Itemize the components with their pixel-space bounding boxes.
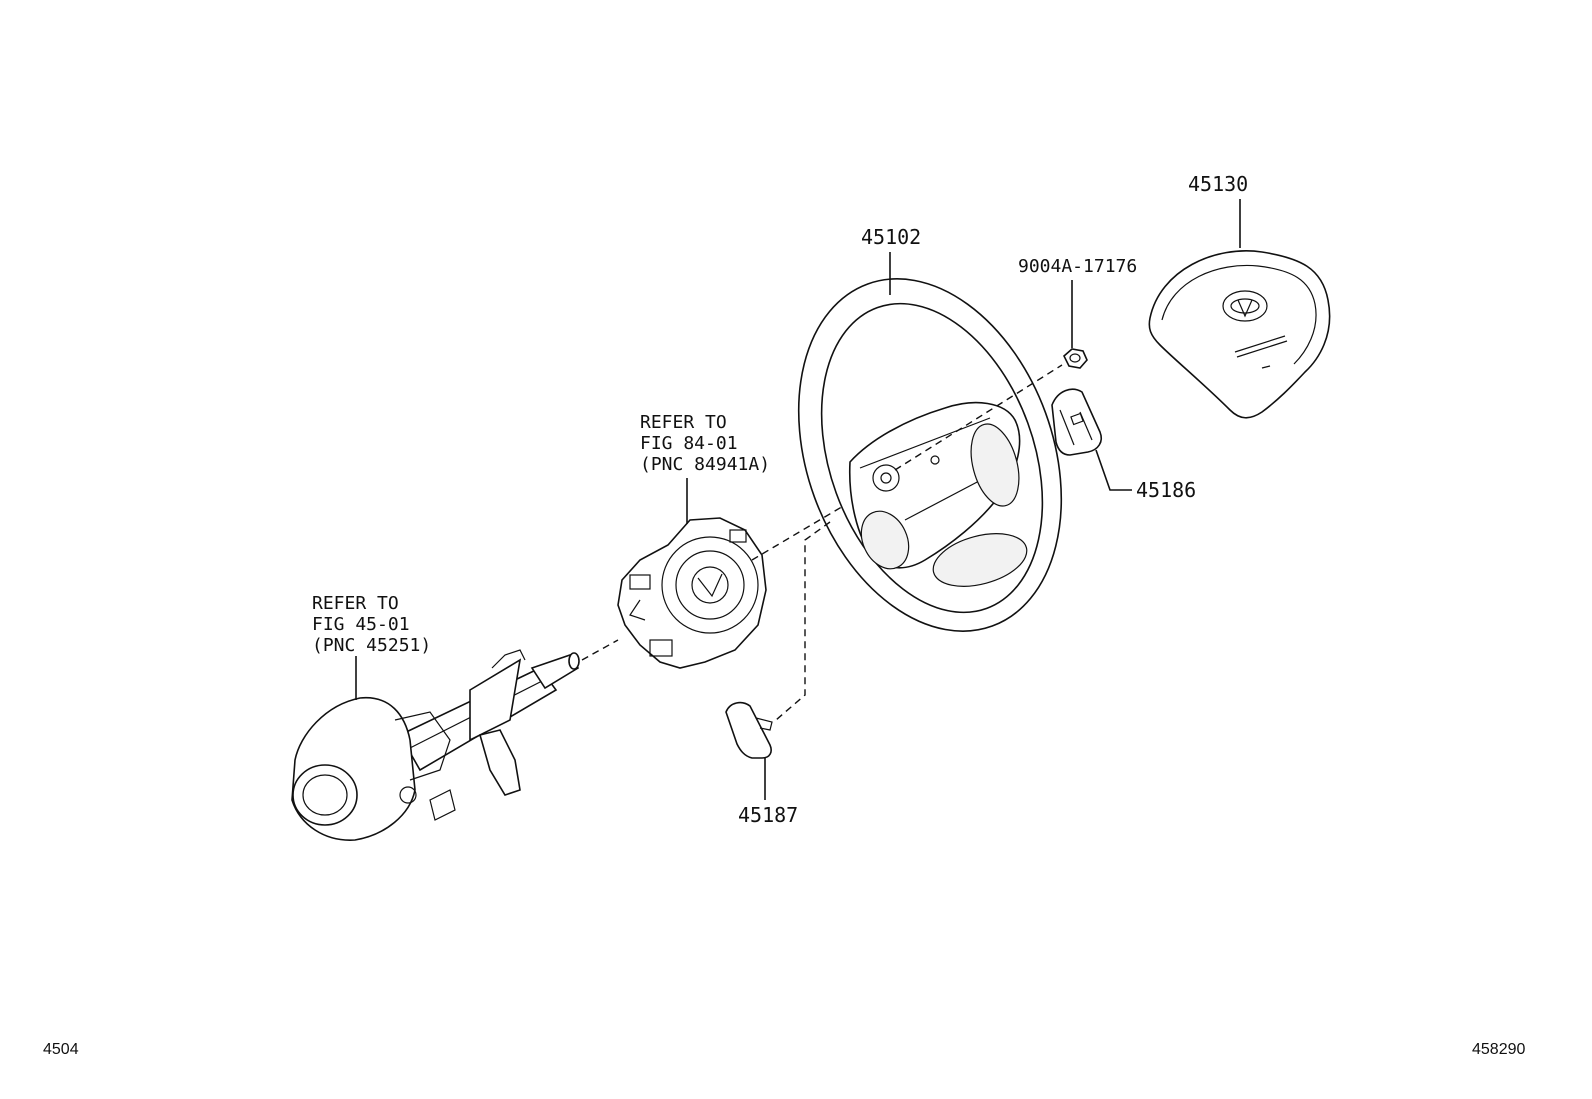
label-45130: 45130 [1188,172,1248,196]
label-45187: 45187 [738,803,798,827]
label-9004a-17176: 9004A-17176 [1018,256,1137,277]
spiral-cable [617,517,767,669]
ref-84-line3: (PNC 84941A) [640,454,770,475]
footer-figure-code: 4504 [43,1041,79,1058]
steering-wheel-45102 [797,278,1063,632]
cover-45187 [725,701,773,759]
airbag-pad-45130 [1148,250,1331,419]
assembly-lines [581,364,1063,721]
steering-column [291,649,580,841]
ref-84-line1: REFER TO [640,412,727,433]
cover-45186 [1051,388,1103,456]
ref-45-line2: FIG 45-01 [312,614,410,635]
footer-illustration-code: 458290 [1472,1041,1525,1058]
ref-45-line3: (PNC 45251) [312,635,431,656]
label-45186: 45186 [1136,478,1196,502]
leader-45186 [1095,449,1132,491]
ref-84-line2: FIG 84-01 [640,433,738,454]
nut-9004a-17176 [1063,348,1088,369]
ref-45-line1: REFER TO [312,593,399,614]
label-45102: 45102 [861,225,921,249]
